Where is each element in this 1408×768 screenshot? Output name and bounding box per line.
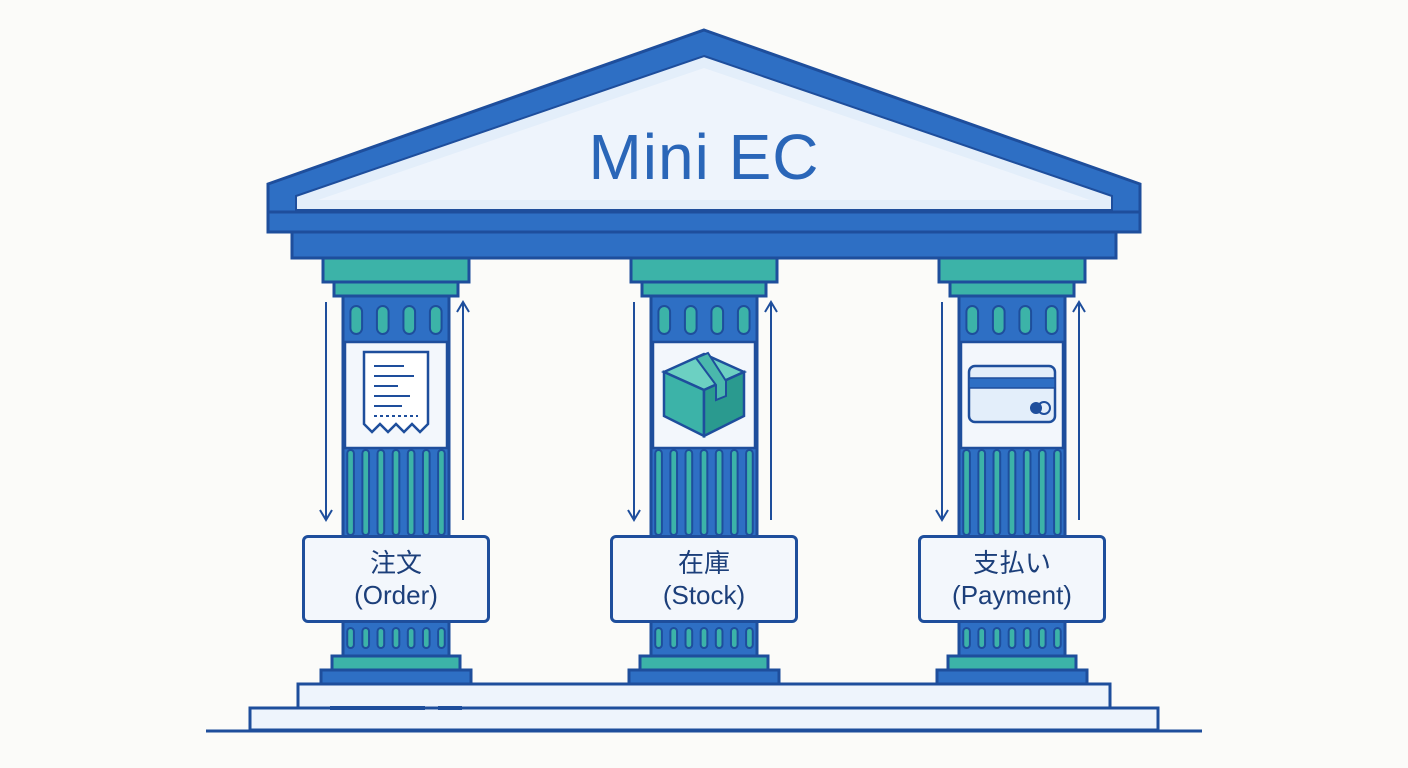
temple-title: Mini EC <box>588 121 820 193</box>
pillar-label-ja: 注文 <box>369 548 422 578</box>
receipt-icon <box>362 350 430 434</box>
pillar-label-ja: 在庫 <box>677 548 730 578</box>
temple-base <box>206 682 1202 733</box>
pillar-label-en: (Stock) <box>662 580 746 610</box>
pillar-label-en: (Order) <box>354 580 438 610</box>
pillar-label-en: (Payment) <box>952 580 1072 610</box>
pillar-label-stock: 在庫 (Stock) <box>610 535 798 623</box>
pillar-label-ja: 支払い <box>972 548 1051 578</box>
pillar-1 <box>319 256 473 686</box>
temple-roof <box>266 28 1142 260</box>
pillar-label-order: 注文 (Order) <box>302 535 490 623</box>
pillar-label-payment: 支払い (Payment) <box>918 535 1106 623</box>
package-box-icon <box>660 351 748 439</box>
credit-card-icon <box>967 364 1057 424</box>
